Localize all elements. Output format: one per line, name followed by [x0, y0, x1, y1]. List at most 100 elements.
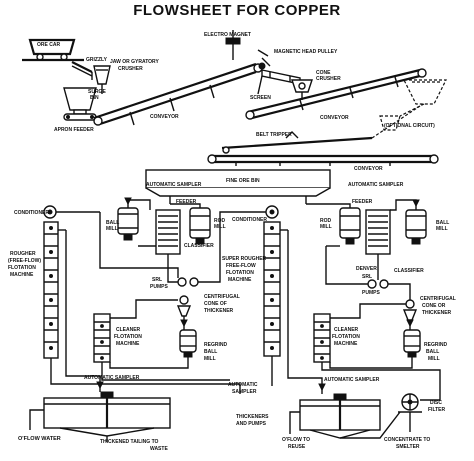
fine-ore-bin-label: FINE ORE BIN	[226, 178, 260, 184]
magnetic-pulley-label: MAGNETIC HEAD PULLEY	[274, 49, 338, 55]
auto-sampler-left-label: AUTOMATIC SAMPLER	[146, 182, 202, 188]
conveyor-label-1: CONVEYOR	[150, 114, 179, 120]
denver-srl-label-3: PUMPS	[362, 290, 380, 296]
classifier-right-label: CLASSIFIER	[394, 268, 424, 274]
disc-filter	[340, 393, 422, 439]
bottom-sampler-left-label: AUTOMATIC SAMPLER	[84, 375, 140, 381]
oflow-reuse-label-2: REUSE	[288, 444, 306, 450]
rod-mill-right	[339, 207, 361, 245]
cleaner-right-label-3: MACHINE	[334, 341, 358, 347]
conditioner-mid	[219, 205, 279, 240]
thickeners-label-1: THICKENERS	[236, 414, 269, 420]
second-conveyor	[245, 68, 427, 120]
regrind-ball-mill-right	[329, 329, 421, 369]
grizzly	[71, 61, 93, 80]
apron-feeder	[63, 113, 97, 121]
ball-mill-right-label-1: BALL	[436, 220, 449, 226]
feeder-right-label: FEEDER	[352, 199, 373, 205]
tailing-label-2: WASTE	[150, 446, 168, 452]
super-rougher-machine	[263, 221, 289, 357]
conveyor-label-3: CONVEYOR	[354, 166, 383, 172]
rod-mill-left	[189, 207, 211, 245]
super-rougher-label-4: MACHINE	[228, 277, 252, 283]
denver-srl-label-1: DENVER	[356, 266, 377, 272]
bottom-sampler-mid-label-1: AUTOMATIC	[228, 382, 258, 388]
thickener-left	[29, 391, 171, 442]
oflow-water-label: O'FLOW WATER	[18, 436, 61, 442]
third-conveyor	[207, 154, 439, 166]
classifier-left	[155, 209, 181, 255]
super-rougher-label-1: SUPER ROUGHER	[222, 256, 267, 262]
conditioner-mid-label: CONDITIONER	[232, 217, 267, 223]
optional-circuit	[371, 79, 447, 139]
regrind-left-label-1: REGRIND	[204, 342, 227, 348]
denver-srl-pumps	[325, 246, 411, 300]
tailing-label-1: THICKENED TAILING TO	[100, 439, 159, 445]
conditioner-left	[43, 205, 101, 250]
cleaner-left-label-1: CLEANER	[116, 327, 141, 333]
cleaner-flotation-right	[313, 303, 406, 363]
disc-filter-label-2: FILTER	[428, 407, 446, 413]
cleaner-left-label-3: MACHINE	[116, 341, 140, 347]
srl-pumps-left-label-2: PUMPS	[150, 284, 168, 290]
rougher-label-4: MACHINE	[10, 272, 34, 278]
conveyor-label-2: CONVEYOR	[320, 115, 349, 121]
electro-magnet	[225, 30, 241, 60]
srl-pumps-left	[99, 240, 221, 287]
cleaner-right-label-1: CLEANER	[334, 327, 359, 333]
rougher-label-1: ROUGHER	[10, 251, 36, 257]
conditioner-left-label: CONDITIONER	[14, 210, 49, 216]
centrifugal-right-label-2: CONE OR	[422, 303, 446, 309]
thickeners-label-2: AND PUMPS	[236, 421, 267, 427]
classifier-right	[365, 209, 391, 255]
regrind-right-label-2: BALL	[426, 349, 439, 355]
centrifugal-left-label-3: THICKENER	[204, 308, 234, 314]
screen-label: SCREEN	[250, 95, 271, 101]
ore-car-label: ORE CAR	[37, 42, 60, 48]
rougher-machine-left	[43, 221, 67, 359]
surge-bin-label-2: BIN	[90, 95, 99, 101]
grizzly-label: GRIZZLY	[86, 57, 108, 63]
rougher-label-2: (FREE-FLOW)	[8, 258, 41, 264]
page-title: FLOWSHEET FOR COPPER	[133, 2, 341, 19]
ball-mill-left-label-1: BALL	[106, 220, 119, 226]
centrifugal-left-label-2: CONE OF	[204, 301, 227, 307]
regrind-left-label-3: MILL	[204, 356, 216, 362]
main-conveyor	[93, 62, 263, 126]
ore-car	[22, 38, 84, 62]
classifier-left-label: CLASSIFIER	[184, 243, 214, 249]
optional-circuit-label: (OPTIONAL CIRCUIT)	[384, 123, 435, 129]
srl-pumps-left-label-1: SRL	[152, 277, 162, 283]
cone-crusher-label-1: CONE	[316, 70, 331, 76]
crusher-label-2: CRUSHER	[118, 66, 143, 72]
cone-crusher	[291, 79, 313, 100]
cone-crusher-label-2: CRUSHER	[316, 76, 341, 82]
belt-tripper	[221, 131, 373, 154]
rod-mill-right-label-1: ROD	[320, 218, 332, 224]
denver-srl-label-2: SRL	[362, 274, 372, 280]
bottom-sampler-right-label: AUTOMATIC SAMPLER	[324, 377, 380, 383]
jaw-crusher	[93, 65, 111, 94]
rougher-label-3: FLOTATION	[8, 265, 36, 271]
thickener-right	[289, 393, 381, 439]
surge-bin-label-1: SURGE	[88, 89, 106, 95]
ball-mill-left-label-2: MILL	[106, 226, 118, 232]
electro-magnet-label: ELECTRO MAGNET	[204, 32, 251, 38]
auto-sampler-right-label: AUTOMATIC SAMPLER	[348, 182, 404, 188]
ball-mill-right	[405, 209, 427, 245]
flow-arrows	[96, 197, 420, 392]
belt-tripper-label: BELT TRIPPER	[256, 132, 292, 138]
magnetic-head-pulley	[257, 49, 271, 70]
bottom-sampler-mid-label-2: SAMPLER	[232, 389, 257, 395]
centrifugal-right-label-1: CENTRIFUGAL	[420, 296, 456, 302]
regrind-right-label-1: REGRIND	[424, 342, 447, 348]
concentrate-label-1: CONCENTRATE TO	[384, 437, 430, 443]
rod-mill-right-label-2: MILL	[320, 224, 332, 230]
regrind-right-label-3: MILL	[428, 356, 440, 362]
regrind-ball-mill-left	[109, 329, 197, 369]
regrind-left-label-2: BALL	[204, 349, 217, 355]
fine-ore-bin	[145, 169, 331, 204]
cleaner-right-label-2: FLOTATION	[332, 334, 360, 340]
cleaner-left-label-2: FLOTATION	[114, 334, 142, 340]
feeder-left-label: FEEDER	[176, 199, 197, 205]
